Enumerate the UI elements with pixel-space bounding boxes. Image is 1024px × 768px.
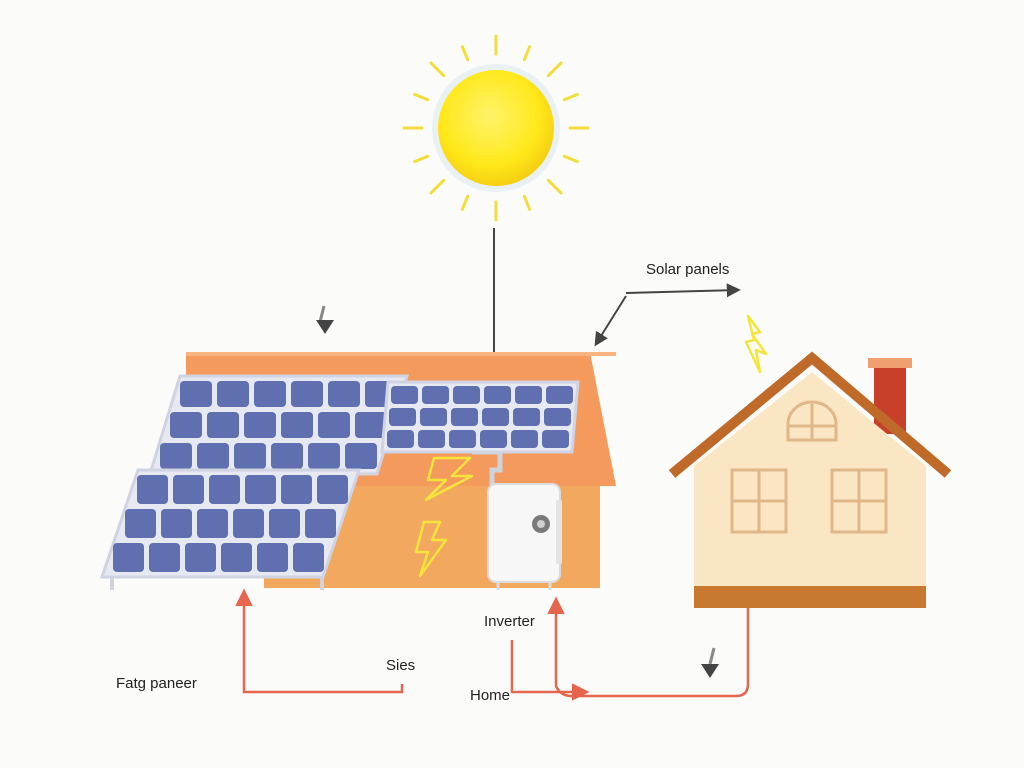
panel-cell bbox=[197, 443, 229, 469]
label-inverter: Inverter bbox=[484, 613, 535, 630]
house-roof bbox=[668, 351, 952, 478]
label-sies: Sies bbox=[386, 657, 416, 674]
panel-cell bbox=[449, 430, 476, 448]
house-window-arched bbox=[786, 400, 838, 442]
panel-cell bbox=[113, 543, 144, 572]
sun-rays bbox=[402, 34, 590, 222]
panel-cell bbox=[387, 430, 414, 448]
panel-cell bbox=[185, 543, 216, 572]
panel-cell bbox=[271, 443, 303, 469]
panel-cell bbox=[345, 443, 377, 469]
panel-cell bbox=[318, 412, 350, 438]
panel-cell bbox=[542, 430, 569, 448]
panel-cell bbox=[305, 509, 336, 538]
inverter-box bbox=[487, 483, 562, 590]
panel-cell bbox=[317, 475, 348, 504]
sun-ray bbox=[562, 154, 579, 164]
sun-icon bbox=[402, 34, 590, 222]
sun-ray bbox=[546, 61, 563, 78]
sun-ray bbox=[546, 178, 563, 195]
panel-cell bbox=[209, 475, 240, 504]
house bbox=[668, 351, 952, 608]
panel-cell bbox=[234, 443, 266, 469]
sun-ray bbox=[429, 178, 446, 195]
panel-cell bbox=[293, 543, 324, 572]
sun-ray bbox=[562, 92, 579, 102]
panel-cell bbox=[161, 509, 192, 538]
house-base bbox=[694, 586, 926, 608]
panel-cell bbox=[197, 509, 228, 538]
flow-inverter-home bbox=[510, 640, 590, 701]
solar-panels-pointer-arrow bbox=[594, 283, 741, 347]
panel-cell bbox=[269, 509, 300, 538]
lightning-bolt-icon bbox=[744, 314, 768, 374]
panel-cell bbox=[217, 381, 249, 407]
label-home: Home bbox=[470, 687, 511, 704]
panel-cell bbox=[160, 443, 192, 469]
panel-cell bbox=[233, 509, 264, 538]
panel-cell bbox=[281, 475, 312, 504]
panel-cell bbox=[484, 386, 511, 404]
sun-ray bbox=[460, 45, 470, 62]
panel-cell bbox=[149, 543, 180, 572]
house-wall bbox=[694, 372, 926, 588]
panel-cell bbox=[254, 381, 286, 407]
panel-cell bbox=[515, 386, 542, 404]
house-window-left bbox=[730, 468, 788, 534]
sun-ray bbox=[413, 154, 430, 164]
panel-cell bbox=[221, 543, 252, 572]
down-arrow-icon bbox=[316, 305, 334, 334]
house-window-right bbox=[830, 468, 888, 534]
panel-cell bbox=[420, 408, 447, 426]
power-flow-arrows bbox=[235, 588, 750, 701]
solar-panel-array-roof bbox=[380, 380, 580, 454]
panel-cell bbox=[125, 509, 156, 538]
panel-cell bbox=[422, 386, 449, 404]
lightning-bolt-icon bbox=[414, 520, 448, 578]
label-fatg-paneer: Fatg paneer bbox=[116, 675, 197, 692]
panel-cell bbox=[355, 412, 387, 438]
label-solar-panels: Solar panels bbox=[646, 261, 730, 278]
down-arrow-icon bbox=[701, 647, 719, 678]
lightning-bolt-icon bbox=[424, 456, 474, 502]
panel-cell bbox=[245, 475, 276, 504]
panel-stand bbox=[110, 578, 324, 590]
panel-cell bbox=[244, 412, 276, 438]
panel-cell bbox=[511, 430, 538, 448]
panel-cell bbox=[207, 412, 239, 438]
panel-cell bbox=[328, 381, 360, 407]
panel-cell bbox=[137, 475, 168, 504]
flow-inverter-house bbox=[547, 596, 750, 698]
panel-cell bbox=[281, 412, 313, 438]
panel-cell bbox=[389, 408, 416, 426]
solar-panel-array-upper-left bbox=[147, 374, 410, 476]
panel-cell bbox=[513, 408, 540, 426]
panel-cell bbox=[480, 430, 507, 448]
panel-cell bbox=[544, 408, 571, 426]
panel-cell bbox=[451, 408, 478, 426]
panel-cell bbox=[546, 386, 573, 404]
sun-ray bbox=[460, 194, 470, 211]
panel-cell bbox=[180, 381, 212, 407]
panel-cell bbox=[257, 543, 288, 572]
panel-cell bbox=[173, 475, 204, 504]
panel-cell bbox=[291, 381, 323, 407]
sun-ray bbox=[413, 92, 430, 102]
panel-cell bbox=[418, 430, 445, 448]
panel-cell bbox=[308, 443, 340, 469]
sun-disc bbox=[438, 70, 554, 186]
flow-to-panels bbox=[235, 588, 404, 694]
panel-cell bbox=[482, 408, 509, 426]
sun-ray bbox=[522, 45, 532, 62]
sun-ray bbox=[429, 61, 446, 78]
panel-cell bbox=[453, 386, 480, 404]
panel-cell bbox=[391, 386, 418, 404]
sun-ray bbox=[522, 194, 532, 211]
panel-cell bbox=[170, 412, 202, 438]
solar-panel-array-lower-left bbox=[99, 468, 362, 579]
